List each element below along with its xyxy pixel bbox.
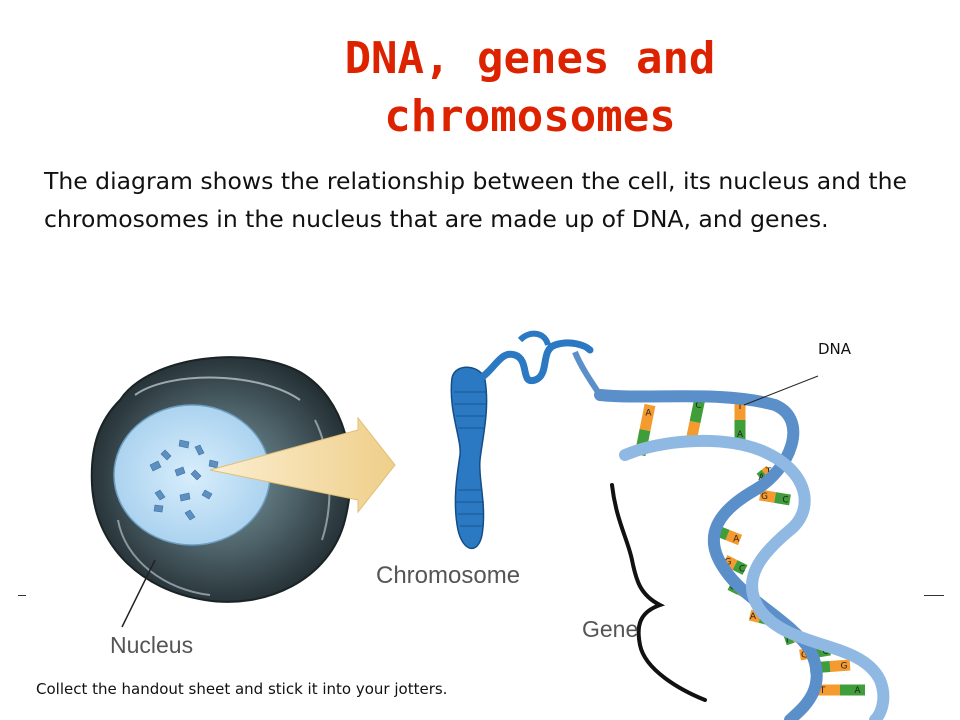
base-pair-half: [829, 659, 851, 672]
zoom-arrow: [209, 416, 396, 514]
base-pair-half: [759, 489, 776, 503]
base-letter: A: [737, 430, 744, 440]
base-pair-half: [732, 560, 748, 575]
divider-mark-right: [924, 595, 944, 596]
base-letter: T: [736, 402, 743, 412]
base-letter: A: [750, 612, 757, 622]
chromosome-label: Chromosome: [376, 562, 521, 589]
base-pair-half: [761, 465, 774, 479]
base-letter: G: [725, 558, 732, 568]
base-pair-half: [725, 529, 743, 546]
base-letter: G: [801, 650, 808, 660]
nucleus-pointer-line: [121, 559, 156, 628]
chromosome-shape: [450, 330, 603, 549]
base-letter: A: [733, 535, 740, 545]
base-letter: A: [645, 409, 652, 419]
gene-brace: [610, 483, 707, 702]
dna-label: DNA: [818, 340, 852, 358]
base-letter: G: [841, 661, 848, 671]
base-pair-half: [722, 555, 738, 570]
gene-label: Gene: [582, 616, 639, 642]
slide-title: DNA, genes and chromosomes: [344, 33, 716, 142]
base-pair-half: [639, 403, 656, 432]
dna-pointer-line: [743, 375, 819, 406]
divider-mark-left: [18, 595, 26, 596]
base-letter: T: [819, 686, 826, 696]
base-letter: A: [854, 686, 861, 696]
nucleus: [113, 404, 271, 546]
base-letter: C: [782, 495, 788, 505]
slide-description: The diagram shows the relationship betwe…: [44, 167, 907, 233]
base-pair-half: [774, 492, 791, 506]
base-pair-half: [756, 469, 769, 483]
handout-instruction: Collect the handout sheet and stick it i…: [36, 680, 448, 698]
base-letter: G: [761, 492, 768, 502]
nucleus-label: Nucleus: [110, 632, 194, 658]
base-letter: C: [739, 565, 745, 575]
base-letter: A: [758, 473, 765, 483]
base-letter: C: [695, 401, 701, 411]
base-letter: T: [784, 635, 791, 645]
